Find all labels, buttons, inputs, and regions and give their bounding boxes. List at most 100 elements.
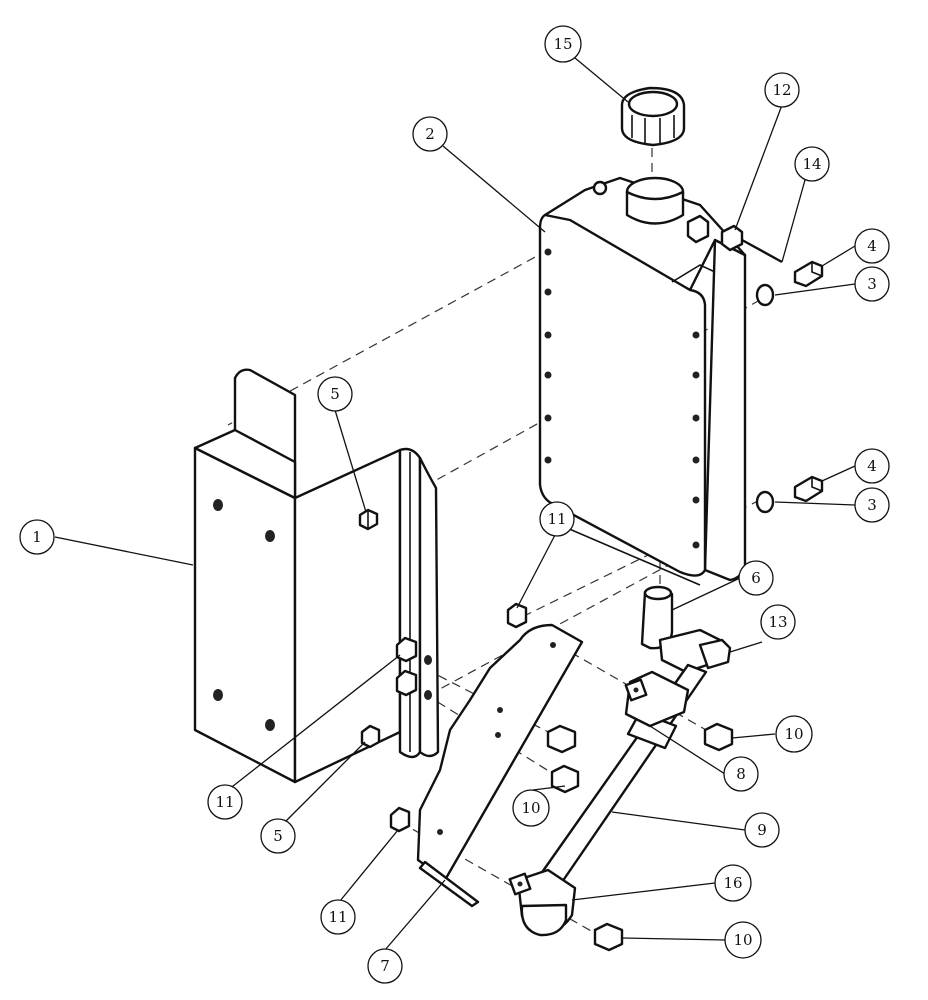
washer-3-upper [755, 283, 775, 307]
tank-hole [544, 248, 552, 256]
leader-11c [339, 829, 399, 902]
callout-6: 6 [738, 560, 774, 596]
nut-11-upper [395, 636, 418, 663]
svg-text:15: 15 [553, 35, 572, 53]
callouts: 1 2 3 3 4 4 5 5 6 7 8 9 10 10 10 11 11 1… [19, 25, 890, 984]
hose-clamp-13 [698, 638, 732, 670]
callout-10-right: 10 [775, 715, 813, 753]
washer-3-lower [755, 490, 775, 514]
bolt-10-d [593, 922, 624, 952]
tank-hole [544, 456, 552, 464]
callout-16: 16 [714, 864, 752, 902]
callout-3-lower: 3 [854, 487, 890, 523]
plate-bolts [546, 722, 734, 952]
mounting-bracket [193, 368, 440, 784]
callout-8: 8 [723, 756, 759, 792]
callout-4-upper: 4 [854, 228, 890, 264]
bracket-left-wall [193, 446, 297, 784]
leader-9 [611, 811, 746, 831]
svg-text:14: 14 [802, 155, 821, 173]
leader-4a [821, 245, 856, 267]
hose-clamp-upper [624, 670, 690, 728]
leader-4b [821, 465, 856, 482]
bracket-front-wall [293, 448, 402, 784]
bolt-10-a [546, 724, 577, 754]
plate-body [416, 623, 584, 882]
callout-11-left: 11 [207, 784, 243, 820]
callout-15: 15 [544, 25, 582, 63]
svg-text:5: 5 [330, 385, 340, 403]
bolt-4-lower [793, 475, 824, 503]
bolt-4-upper [793, 260, 824, 288]
nut-11-bottom [389, 806, 411, 833]
tank-bolts [755, 260, 824, 514]
leader-14 [781, 179, 806, 263]
bracket-hole [265, 719, 275, 731]
svg-text:8: 8 [736, 765, 746, 783]
tank-hole [692, 371, 700, 379]
callout-12: 12 [764, 72, 800, 108]
elbow-top [643, 585, 673, 601]
leader-3a [774, 283, 856, 296]
callout-11-bottom: 11 [320, 899, 356, 935]
svg-text:11: 11 [328, 908, 347, 926]
leader-10a [731, 733, 776, 739]
cap-top [627, 90, 679, 118]
svg-text:6: 6 [751, 569, 761, 587]
support-plate [416, 623, 584, 908]
callout-2: 2 [412, 116, 448, 152]
filler-cap [620, 86, 686, 147]
callout-7: 7 [367, 948, 403, 984]
leader-11b [227, 654, 401, 791]
leader-5a [334, 409, 367, 513]
tank-hole [692, 496, 700, 504]
svg-text:11: 11 [547, 510, 566, 528]
plate-tab [418, 860, 480, 908]
leader-1 [54, 536, 194, 566]
nut-5-top [358, 508, 379, 531]
flange-hole [424, 655, 432, 665]
tank-vent [592, 180, 608, 196]
leader-3b [774, 501, 856, 506]
nut-5-bottom [360, 724, 381, 749]
svg-text:1: 1 [32, 528, 42, 546]
tank-hole [544, 288, 552, 296]
svg-text:3: 3 [867, 275, 877, 293]
callout-9: 9 [744, 812, 780, 848]
callout-5-top: 5 [317, 376, 353, 412]
nut-11-mid [506, 602, 528, 629]
callout-5-bottom: 5 [260, 818, 296, 854]
tank-fitting [686, 214, 710, 244]
hose-clamp-lower [508, 868, 577, 937]
leader-12 [734, 104, 783, 231]
svg-text:9: 9 [757, 821, 767, 839]
callout-10-bottom: 10 [724, 921, 762, 959]
leader-10b [532, 785, 566, 791]
svg-text:13: 13 [768, 613, 787, 631]
tank-hole [692, 414, 700, 422]
svg-text:5: 5 [273, 827, 283, 845]
tank-hole [544, 331, 552, 339]
leader-6 [671, 577, 741, 611]
vent-line [741, 238, 783, 264]
tank-edge [689, 239, 716, 291]
leader-2 [442, 145, 546, 233]
svg-text:4: 4 [867, 457, 877, 475]
tank-filler-neck [625, 190, 685, 225]
svg-text:10: 10 [521, 799, 540, 817]
callout-11-mid: 11 [539, 501, 575, 537]
svg-text:2: 2 [425, 125, 435, 143]
leader-10c [621, 937, 726, 941]
flange-hole [424, 690, 432, 700]
bolt-10-c [703, 722, 734, 752]
svg-text:3: 3 [867, 496, 877, 514]
tank-hole [544, 414, 552, 422]
leader-lines [54, 57, 856, 951]
svg-text:10: 10 [733, 931, 752, 949]
leader-7 [384, 879, 446, 951]
svg-text:4: 4 [867, 237, 877, 255]
leader-15 [574, 57, 629, 103]
bracket-top-rim [193, 428, 297, 500]
svg-text:7: 7 [380, 957, 390, 975]
